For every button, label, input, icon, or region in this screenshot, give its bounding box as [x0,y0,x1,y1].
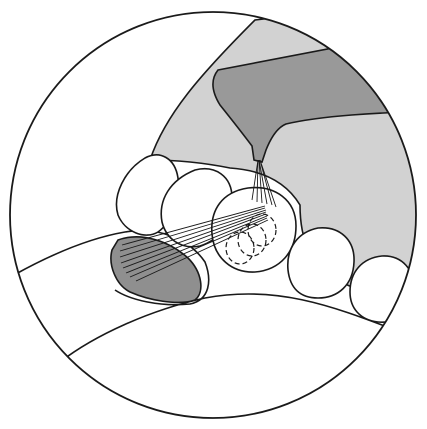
tooth-premolar-1 [288,228,354,298]
tooth-premolar-2 [350,256,414,322]
